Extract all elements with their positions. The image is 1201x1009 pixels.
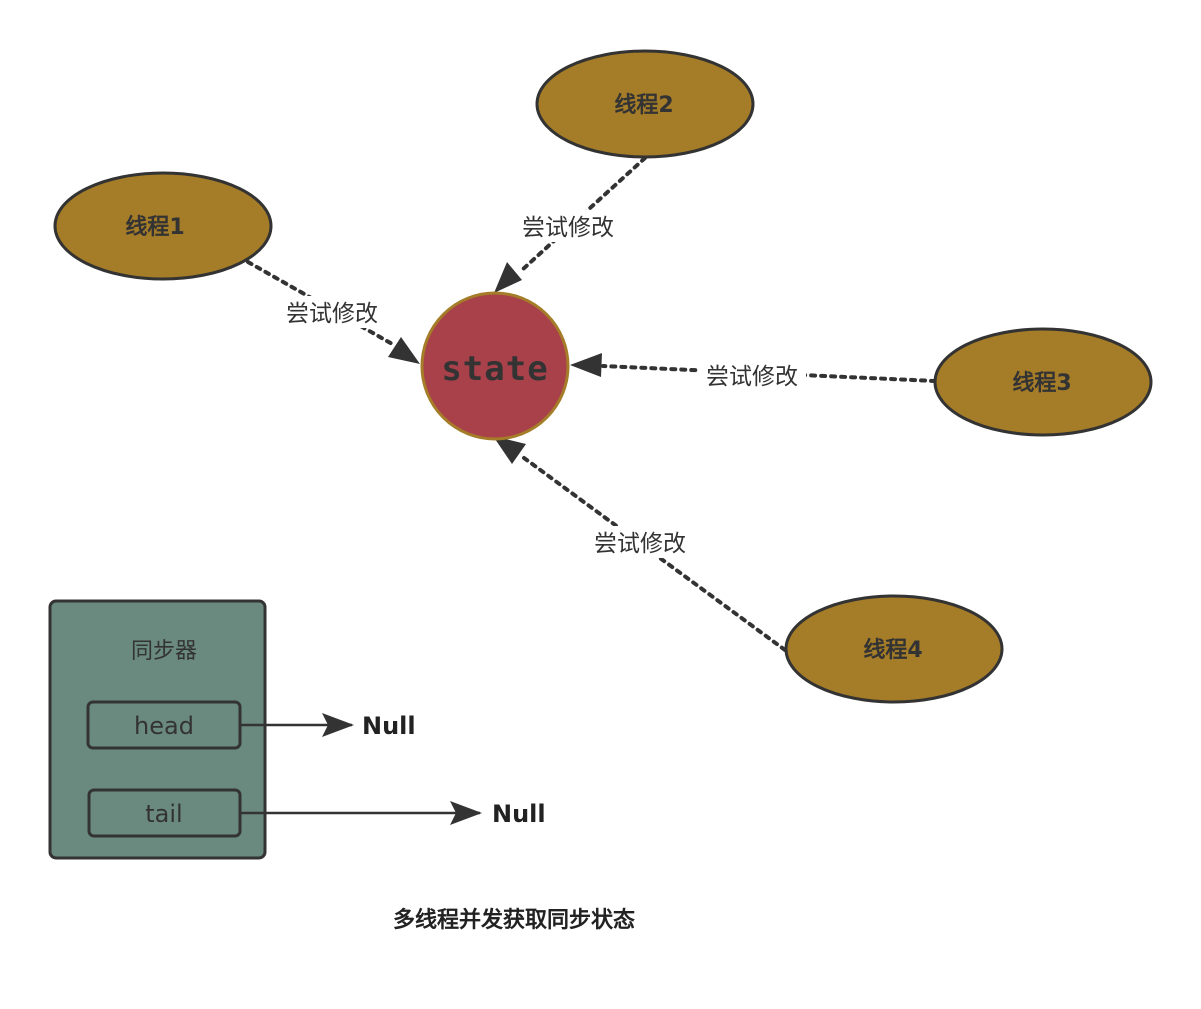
edge-labels: 尝试修改 尝试修改 尝试修改 尝试修改 <box>278 210 806 558</box>
thread-node-1: 线程1 <box>53 171 273 281</box>
thread-ellipse-1 <box>53 171 273 281</box>
arrowhead-thread2 <box>494 262 522 293</box>
arrowhead-thread3 <box>570 353 602 377</box>
thread-node-4: 线程4 <box>784 594 1004 704</box>
synchronizer-title: 同步器 <box>131 639 197 664</box>
thread-label-2: 线程2 <box>614 92 673 118</box>
edge-label-thread2: 尝试修改 <box>522 215 614 241</box>
synchronizer-box: 同步器 head tail <box>48 599 267 860</box>
edge-label-thread1: 尝试修改 <box>286 301 378 327</box>
thread-node-2: 线程2 <box>535 49 755 159</box>
state-circle <box>420 291 570 441</box>
head-null-label: Null <box>362 712 416 740</box>
thread-ellipse-3 <box>933 327 1153 437</box>
head-pointer: Null <box>240 712 416 740</box>
tail-null-label: Null <box>492 800 546 828</box>
thread-node-3: 线程3 <box>933 327 1153 437</box>
tail-pointer: Null <box>240 800 546 828</box>
tail-label: tail <box>145 800 182 828</box>
state-label: state <box>441 349 548 389</box>
arrowhead-thread1 <box>388 337 420 364</box>
thread-ellipse-2 <box>535 49 755 159</box>
arrowhead-thread4 <box>493 436 526 464</box>
edge-label-thread4: 尝试修改 <box>594 531 686 557</box>
diagram-caption: 多线程并发获取同步状态 <box>393 907 635 933</box>
state-node: state <box>420 291 570 441</box>
thread-label-1: 线程1 <box>125 214 184 240</box>
connector-thread3-state <box>601 364 937 383</box>
thread-label-3: 线程3 <box>1012 370 1071 396</box>
thread-ellipse-4 <box>784 594 1004 704</box>
edge-label-thread3: 尝试修改 <box>706 364 798 390</box>
thread-label-4: 线程4 <box>863 637 922 663</box>
head-label: head <box>134 712 194 740</box>
